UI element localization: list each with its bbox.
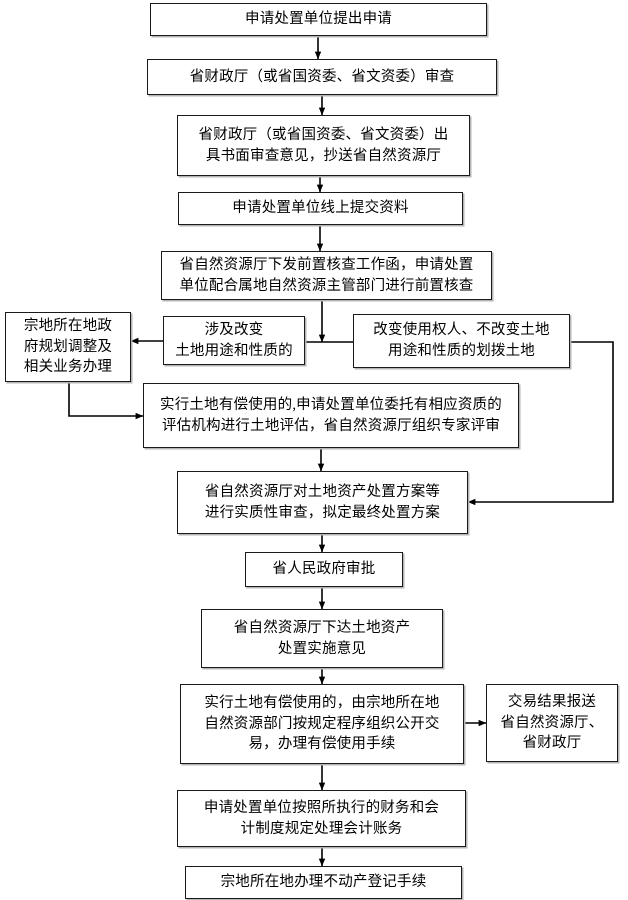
apply-unit-online-submit-materials: 申请处置单位线上提交资料 <box>178 192 463 225</box>
edge-n6-n9 <box>68 382 144 420</box>
report-transaction-result: 交易结果报送 省自然资源厅、 省财政厅 <box>486 684 618 762</box>
allocated-land-no-use-change: 改变使用权人、不改变土地 用途和性质的划拨土地 <box>353 314 570 368</box>
local-government-planning-adjust: 宗地所在地政 府规划调整及 相关业务办理 <box>5 312 131 382</box>
finance-dept-written-opinion: 省财政厅（或省国资委、省文资委）出 具书面审查意见，抄送省自然资源厅 <box>177 115 470 176</box>
public-transaction-paid-use: 实行土地有偿使用的，由宗地所在地 自然资源部门按规定程序组织公开交 易，办理有偿… <box>180 684 464 764</box>
substantive-review-final-plan: 省自然资源厅对土地资产处置方案等 进行实质性审查，拟定最终处置方案 <box>177 471 468 534</box>
property-registration: 宗地所在地办理不动产登记手续 <box>185 866 462 899</box>
pre-verification-letter: 省自然资源厅下发前置核查工作函，申请处置 单位配合属地自然资源主管部门进行前置核… <box>161 251 492 300</box>
issue-disposal-implementation: 省自然资源厅下达土地资产 处置实施意见 <box>201 609 443 668</box>
accounting-treatment: 申请处置单位按照所执行的财务和会 计制度规定处理会计账务 <box>177 790 466 847</box>
edge-n8-n10-bypass <box>467 341 614 506</box>
apply-unit-submit-application: 申请处置单位提出申请 <box>150 3 487 36</box>
finance-dept-review: 省财政厅（或省国资委、省文资委）审查 <box>147 59 497 95</box>
provincial-government-approval: 省人民政府审批 <box>245 552 403 587</box>
land-appraisal-expert-review: 实行土地有偿使用的,申请处置单位委托有相应资质的 评估机构进行土地评估，省自然资… <box>143 383 519 448</box>
involves-land-use-nature-change: 涉及改变 土地用途和性质的 <box>163 316 305 365</box>
